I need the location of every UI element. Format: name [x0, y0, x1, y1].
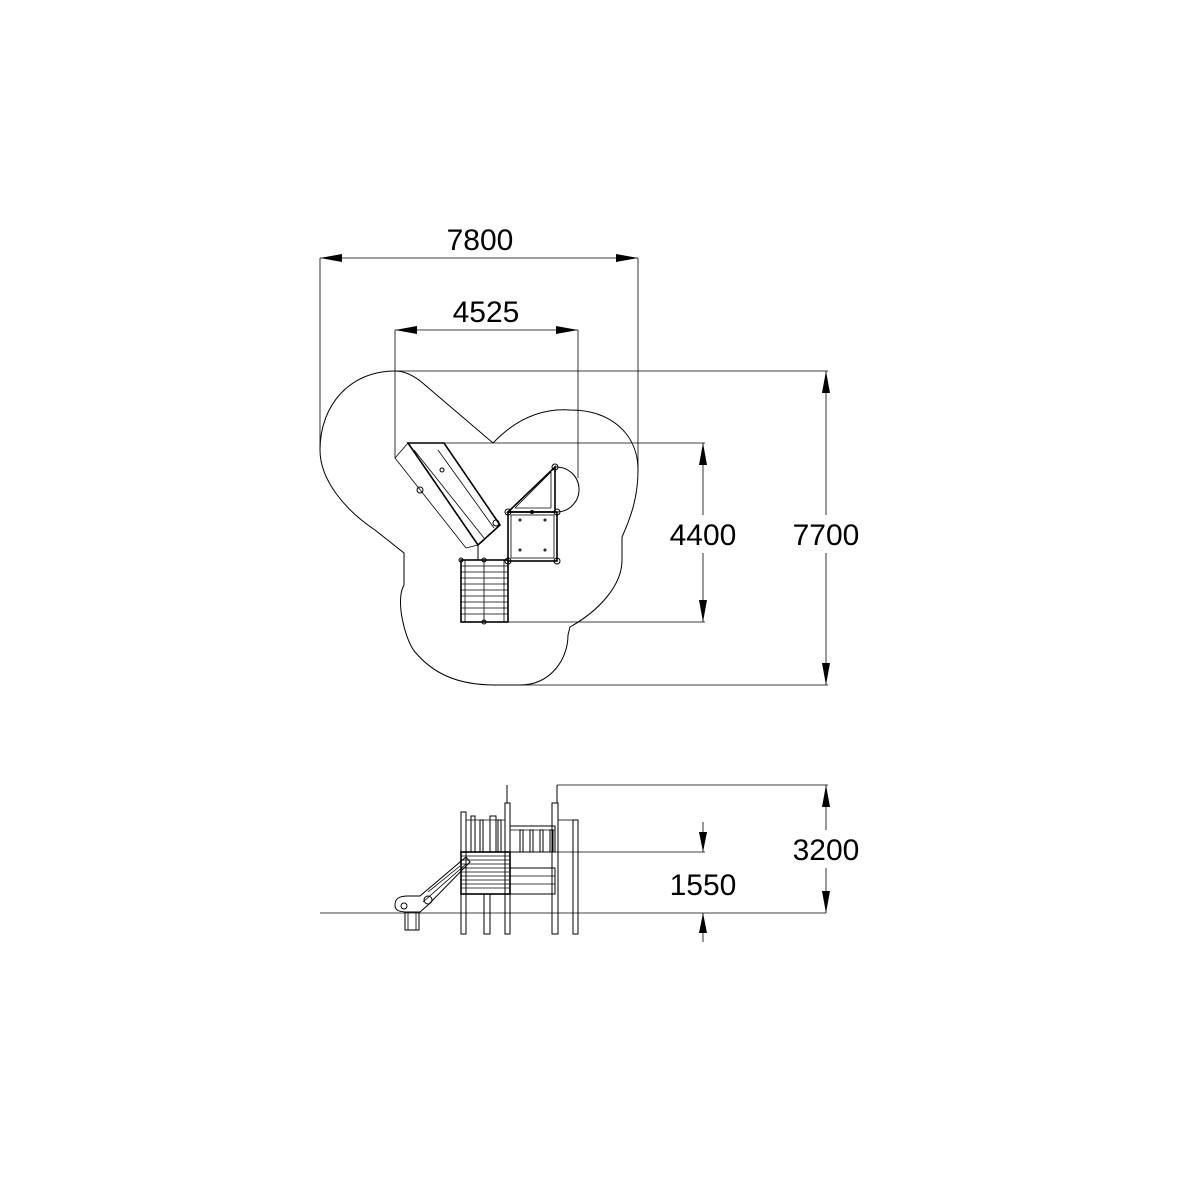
- dimension-label-inner-width: 4525: [453, 296, 520, 329]
- dimension-label-overall-height: 3200: [793, 834, 860, 867]
- dimension-overall-width: 7800: [319, 224, 639, 470]
- dimension-inner-width: 4525: [394, 296, 579, 478]
- dimension-inner-depth: 4400: [408, 442, 744, 623]
- elevation-slide: [394, 856, 471, 931]
- safety-zone-outline: [319, 370, 639, 686]
- plan-stairs: [458, 557, 509, 625]
- dimension-label-inner-depth: 4400: [670, 519, 737, 552]
- dimension-label-overall-depth: 7700: [793, 519, 860, 552]
- plan-slide: [394, 442, 502, 549]
- dimension-label-platform-height: 1550: [670, 869, 737, 902]
- elevation-stairs: [460, 851, 511, 895]
- elevation-right-tower: [509, 785, 579, 935]
- plan-platform: [504, 508, 561, 565]
- elevation-view: 3200 1550: [320, 784, 867, 942]
- dimension-label-overall-width: 7800: [447, 224, 514, 257]
- plan-slide-connector: [477, 545, 508, 561]
- dimension-overall-height: 3200: [557, 784, 867, 913]
- dimension-platform-height: 1550: [555, 822, 736, 942]
- plan-view: 7800 4525 4400: [319, 224, 867, 686]
- plan-corner-deck: [492, 463, 580, 527]
- dimension-overall-depth: 7700: [395, 370, 867, 686]
